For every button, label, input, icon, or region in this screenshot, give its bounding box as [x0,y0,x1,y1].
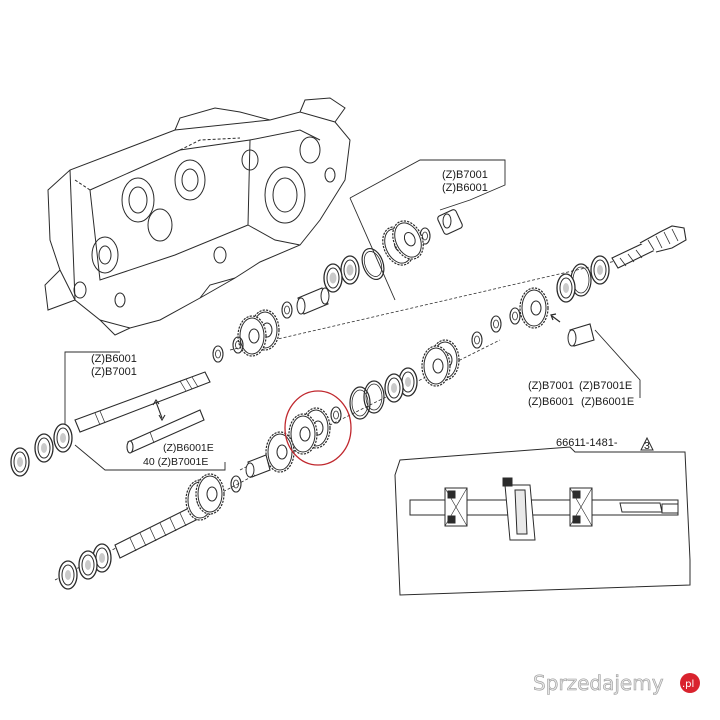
exchange-arrow [152,399,166,422]
bearing [34,433,54,463]
washer [509,307,521,325]
spacer-bushing [567,323,595,347]
cross-section-inset [394,446,691,596]
left-variant-bracket [64,351,226,471]
bearing [590,255,610,285]
part-number-label: 66611-1481- [556,437,618,449]
bearing [58,560,78,590]
right-label-b6001: (Z)B6001 [528,396,574,408]
watermark-text: Sprzedajemy [533,671,664,695]
washer [281,301,293,319]
left-bearings [10,423,73,477]
bevel-pinion-shaft [611,225,687,269]
lower-label-b7001e: 40 (Z)B7001E [143,456,208,468]
revision-triangle: 3 [640,436,654,452]
spacer-sleeve [296,287,330,315]
splined-shaft [114,504,201,559]
lower-main-shaft [54,473,256,590]
upper-bracket-parts [376,209,463,271]
right-bracket-parts [471,287,595,349]
left-label-b7001: (Z)B7001 [91,366,137,378]
washer [330,406,342,424]
bushing [245,454,271,478]
right-upper-bearings [556,255,610,303]
gear [195,473,225,515]
upper-label-b6001: (Z)B6001 [442,182,488,194]
left-alt-shaft [126,409,205,454]
bearing [556,273,576,303]
transmission-housing [44,97,351,336]
washer [490,315,502,333]
highlight-circle [284,390,352,466]
bearing [78,550,98,580]
watermark: Sprzedajemy .pl [533,671,700,695]
right-label-b6001e: (Z)B6001E [581,396,634,408]
lower-label-b6001e: (Z)B6001E [163,442,214,454]
bearing [323,263,343,293]
section-bearing-right [569,487,593,527]
middle-shaft-assembly [239,339,501,478]
washer [230,475,242,493]
section-bearing-left [444,487,468,527]
gear [421,345,451,387]
washer [212,345,224,363]
right-label-b7001: (Z)B7001 [528,380,574,392]
bearing [384,373,404,403]
right-label-b7001e: (Z)B7001E [579,380,632,392]
left-input-shaft [74,371,211,433]
svg-text:3: 3 [644,440,650,452]
washer [471,331,483,349]
upper-shaft-assembly [212,244,621,363]
gear [519,287,549,329]
right-bracket [594,329,641,398]
bearing [10,447,30,477]
watermark-suffix: .pl [682,679,694,690]
bearing [340,255,360,285]
gear [265,431,295,473]
upper-label-b7001: (Z)B7001 [442,169,488,181]
arrow [551,315,561,323]
watermark-badge [680,673,700,693]
left-label-b6001: (Z)B6001 [91,353,137,365]
bearing [53,423,73,453]
section-gear-middle [502,477,536,541]
bushing [437,209,463,235]
